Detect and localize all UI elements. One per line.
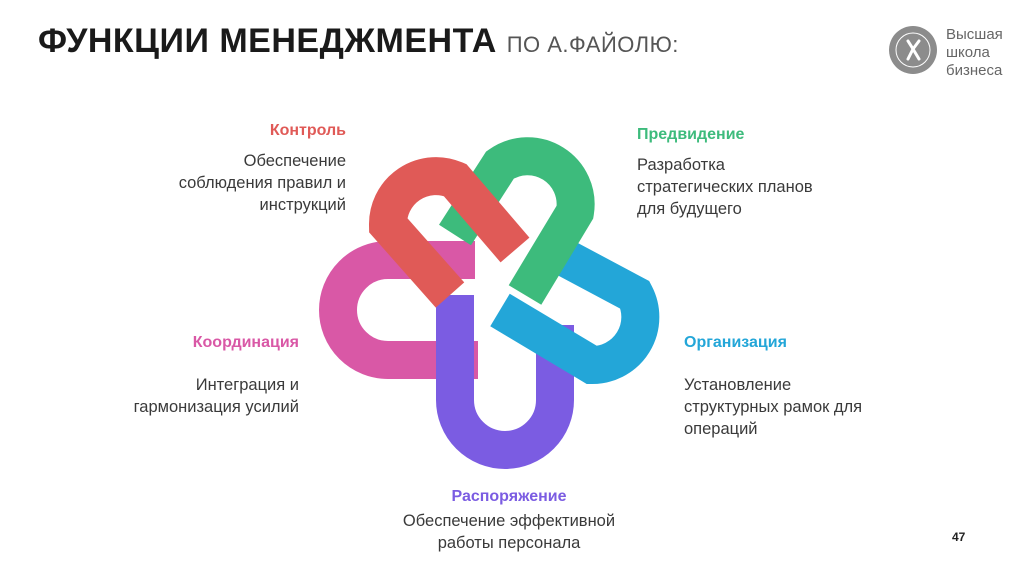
desc-line: операций — [684, 420, 758, 438]
function-title-foresight: Предвидение — [637, 126, 745, 143]
hse-seal-icon — [889, 26, 937, 74]
hse-logo: Высшая школа бизнеса — [888, 22, 1018, 84]
function-title-coordination: Координация — [192, 334, 299, 351]
desc-line: работы персонала — [437, 534, 581, 552]
page-title: ФУНКЦИИ МЕНЕДЖМЕНТА ПО А.ФАЙОЛЮ: — [38, 22, 679, 61]
desc-line: гармонизация усилий — [133, 398, 299, 416]
page-number: 47 — [952, 530, 966, 544]
function-desc-coordination: Интеграция и гармонизация усилий — [134, 374, 299, 418]
title-main: ФУНКЦИИ МЕНЕДЖМЕНТА — [38, 22, 497, 60]
function-desc-control: Обеспечение соблюдения правил и инструкц… — [179, 150, 346, 216]
desc-line: инструкций — [259, 196, 346, 214]
desc-line: Обеспечение эффективной — [402, 512, 616, 530]
logo-line: бизнеса — [946, 62, 1003, 79]
desc-line: структурных рамок для — [684, 398, 863, 416]
desc-line: Установление — [684, 376, 792, 394]
logo-line: Высшая — [946, 26, 1003, 43]
logo-text: Высшая школа бизнеса — [946, 26, 1003, 80]
function-title-control: Контроль — [269, 122, 346, 139]
knot-loop-organization — [490, 238, 660, 385]
knot-loop-coordination — [319, 241, 478, 379]
function-coordination: Координация Интеграция и гармонизация ус… — [134, 332, 299, 418]
title-subtitle: ПО А.ФАЙОЛЮ: — [506, 32, 679, 57]
function-desc-command: Обеспечение эффективной работы персонала — [344, 510, 674, 554]
function-command: Распоряжение Обеспечение эффективной раб… — [344, 486, 674, 554]
knot-loop-control — [369, 157, 530, 308]
desc-line: для будущего — [637, 200, 742, 218]
management-functions-knot — [319, 137, 660, 469]
function-desc-foresight: Разработка стратегических планов для буд… — [637, 154, 813, 220]
desc-line: Обеспечение — [243, 152, 346, 170]
desc-line: стратегических планов — [637, 178, 813, 196]
function-title-organization: Организация — [684, 334, 787, 351]
function-title-command: Распоряжение — [451, 488, 567, 505]
function-foresight: Предвидение Разработка стратегических пл… — [637, 124, 813, 220]
desc-line: соблюдения правил и — [178, 174, 346, 192]
knot-loop-command — [436, 295, 574, 469]
desc-line: Разработка — [637, 156, 725, 174]
function-desc-organization: Установление структурных рамок для опера… — [684, 374, 862, 440]
function-organization: Организация Установление структурных рам… — [684, 332, 862, 440]
knot-loop-foresight — [439, 137, 595, 305]
logo-line: школа — [946, 44, 990, 61]
function-control: Контроль Обеспечение соблюдения правил и… — [179, 120, 346, 216]
desc-line: Интеграция и — [195, 376, 299, 394]
